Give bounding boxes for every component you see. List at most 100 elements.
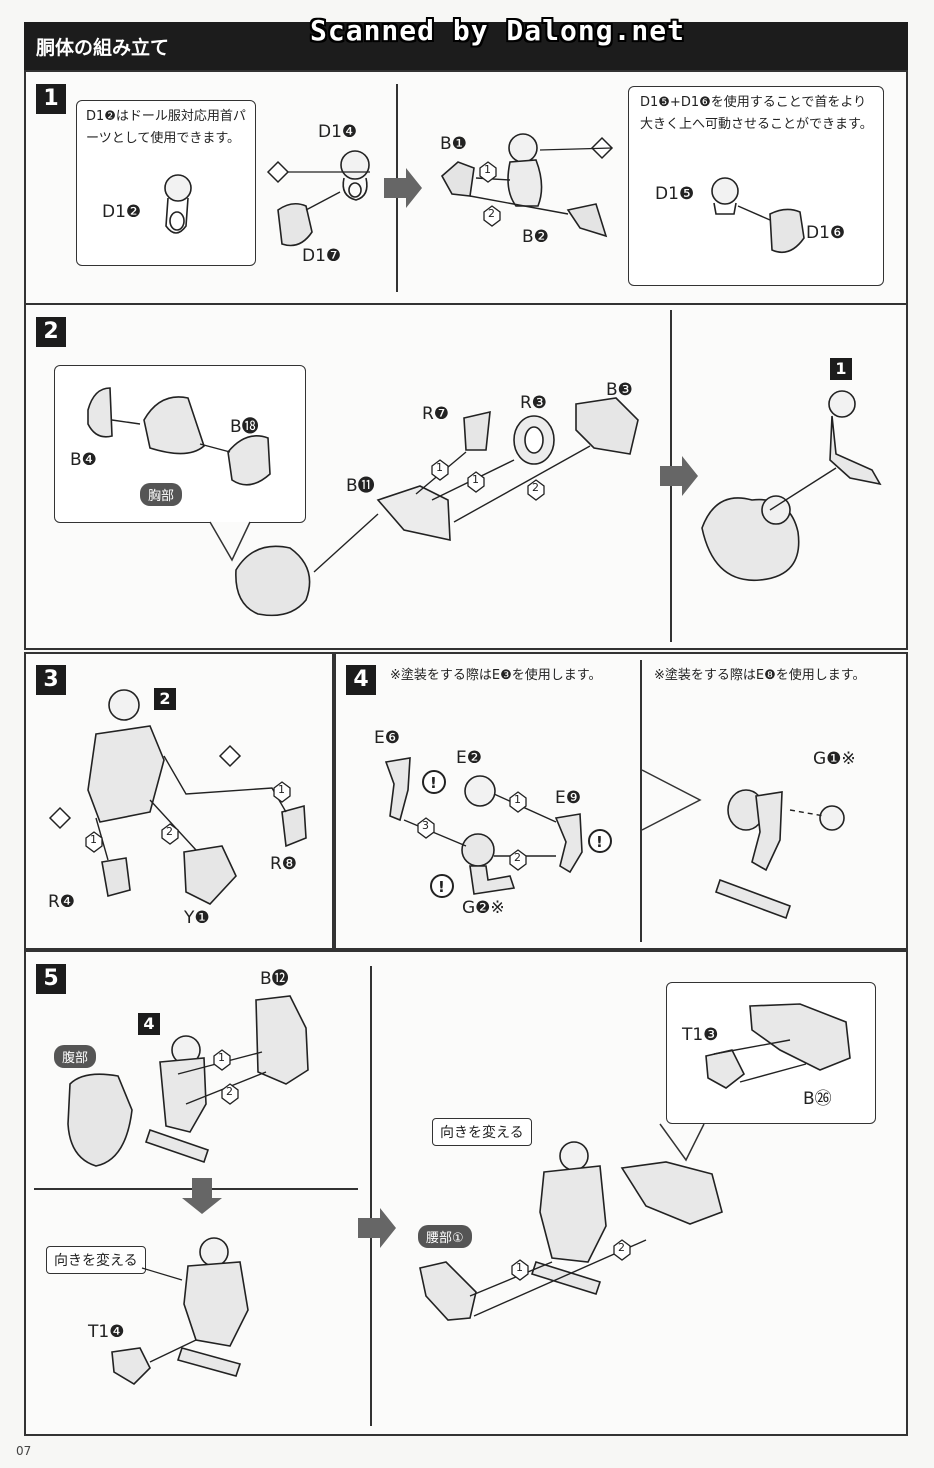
chest-pill: 胸部 xyxy=(140,483,183,506)
label-t1-4: T1❹ xyxy=(88,1322,125,1342)
neck-part-d1-5 xyxy=(711,177,739,215)
step3-badge: 3 xyxy=(36,665,66,695)
warning-icon xyxy=(422,770,612,898)
ball-part-e2 xyxy=(464,775,496,807)
ring-part-r3 xyxy=(513,415,555,465)
step5-arrow-num-4: 2 xyxy=(618,1241,625,1254)
label-e6: E❻ xyxy=(374,728,400,748)
step3-arrow-num-1: 1 xyxy=(90,833,97,846)
torso-back-assembly xyxy=(111,1237,249,1386)
step4-arrow-num-1: 1 xyxy=(514,793,521,806)
body-assembly xyxy=(419,1141,723,1321)
turn-callout-right: 向きを変える xyxy=(432,1118,532,1146)
step4-note-b: ※塗装をする際はE❽を使用します。 xyxy=(654,668,866,683)
label-r3: R❸ xyxy=(520,393,548,413)
shoulder-part-r4 xyxy=(101,857,131,898)
zoom-diamond-icon xyxy=(48,744,242,830)
label-b12: B⓬ xyxy=(260,969,289,989)
shoulder-part-b3 xyxy=(575,397,639,455)
arrow-number-icon xyxy=(417,791,527,871)
step4-badge: 4 xyxy=(346,665,376,695)
page-title: 胴体の組み立て xyxy=(36,37,170,59)
step4-panel xyxy=(334,652,908,950)
neck-part-d1-2 xyxy=(164,174,192,234)
step4-arrow-num-2: 2 xyxy=(514,851,521,864)
back-part-b12 xyxy=(255,995,309,1085)
label-y1: Y❶ xyxy=(184,908,210,928)
waist-part xyxy=(67,1073,133,1167)
step4-divider xyxy=(640,660,642,942)
label-b3: B❸ xyxy=(606,380,633,400)
arrow-number-icon xyxy=(479,161,501,227)
step2-arrow-num-3: 2 xyxy=(532,481,539,494)
step5-arrow-num-1: 1 xyxy=(218,1051,225,1064)
arrow-number-icon xyxy=(213,1049,631,1281)
neck-assembly xyxy=(440,133,608,238)
step2-ref-badge: 1 xyxy=(830,358,852,380)
svg-text:!: ! xyxy=(430,774,437,792)
step5-divider-v xyxy=(370,966,372,1426)
label-g1: G❶※ xyxy=(813,749,856,769)
step2-badge: 2 xyxy=(36,317,66,347)
step3-ref-badge: 2 xyxy=(154,688,176,710)
label-d1-6: D1❻ xyxy=(806,223,846,243)
step3-arrow-num-3: 1 xyxy=(278,783,285,796)
label-b11: B⓫ xyxy=(346,476,375,496)
label-e2: E❷ xyxy=(456,748,482,768)
label-d1-2: D1❷ xyxy=(102,202,142,222)
label-g2: G❷※ xyxy=(462,898,505,918)
torso-assembly xyxy=(701,390,882,581)
step5-arrow-num-3: 1 xyxy=(516,1261,523,1274)
chest-detail-parts xyxy=(87,387,271,486)
step4-note-a: ※塗装をする際はE❸を使用します。 xyxy=(390,668,602,683)
step-arrow-icon xyxy=(358,1208,396,1248)
waist-detail-parts xyxy=(705,1003,851,1089)
label-r8: R❽ xyxy=(270,854,298,874)
step1-note-right-box xyxy=(628,86,884,286)
label-d1-4: D1❹ xyxy=(318,122,358,142)
step2-arrow-num-2: 1 xyxy=(472,473,479,486)
label-e9: E❾ xyxy=(555,788,581,808)
svg-text:!: ! xyxy=(438,878,445,896)
label-t1-3: T1❸ xyxy=(682,1025,719,1045)
arm-part-e6 xyxy=(384,757,411,822)
step5-ref-badge: 4 xyxy=(138,1013,160,1035)
step1-arrow-num-2: 2 xyxy=(488,207,495,220)
step1-note-right: D1❺+D1❻を使用することで首をより大きく上へ可動させることができます。 xyxy=(640,95,873,132)
label-b18: B⓲ xyxy=(230,417,259,437)
turn-callout-left: 向きを変える xyxy=(46,1246,146,1274)
step1-note-left: D1❷はドール服対応用首パーツとして使用できます。 xyxy=(86,109,246,146)
page-number: 07 xyxy=(16,1444,32,1458)
header-bar xyxy=(24,22,908,70)
label-d1-5: D1❺ xyxy=(655,184,695,204)
step5-arrow-num-2: 2 xyxy=(226,1085,233,1098)
arm-part-e9 xyxy=(554,813,583,874)
label-r7: R❼ xyxy=(422,404,450,424)
spine-part xyxy=(144,1035,210,1164)
arm-assembly xyxy=(714,789,845,920)
label-r4: R❹ xyxy=(48,892,76,912)
step1-badge: 1 xyxy=(36,84,66,114)
label-d1-7: D1❼ xyxy=(302,246,342,266)
neck-part-d1-7 xyxy=(277,202,313,247)
arrow-number-icon xyxy=(85,781,291,853)
hip-part-y1 xyxy=(183,845,237,905)
torso-part xyxy=(87,689,165,823)
label-b1: B❶ xyxy=(440,134,467,154)
neck-part-d1-6 xyxy=(769,208,805,254)
step-arrow-down-icon xyxy=(182,1178,222,1214)
label-b4: B❹ xyxy=(70,450,97,470)
waist-pill: 腹部 xyxy=(54,1045,97,1068)
svg-text:!: ! xyxy=(596,833,603,851)
step2-arrow-num-1: 1 xyxy=(436,461,443,474)
label-b26: B㉖ xyxy=(803,1089,832,1109)
step-arrow-icon xyxy=(384,168,422,208)
joint-part-g2 xyxy=(461,833,516,895)
watermark-text: Scanned by Dalong.net xyxy=(310,14,686,47)
step3-arrow-num-2: 2 xyxy=(166,825,173,838)
